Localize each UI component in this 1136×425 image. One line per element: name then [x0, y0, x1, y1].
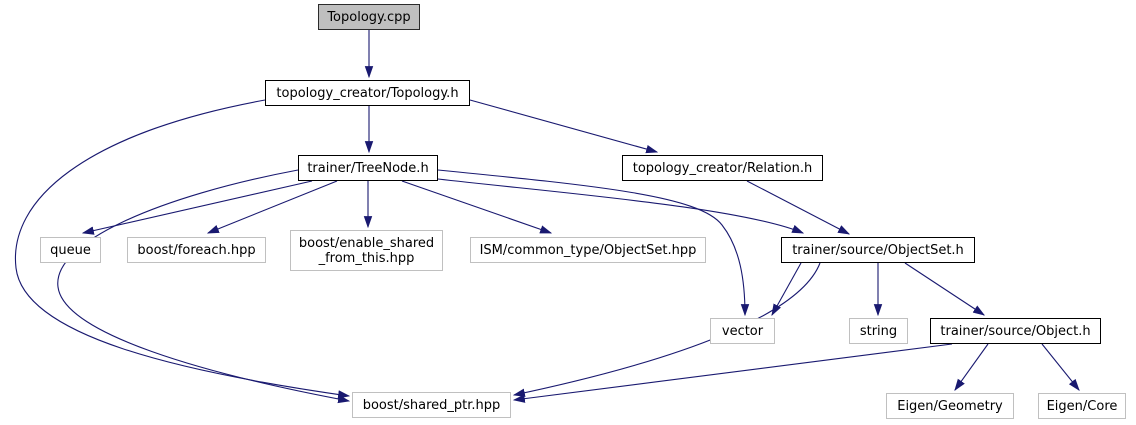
edge-topology_h-to-shared_ptr [14, 99, 351, 399]
node-string: string [849, 318, 908, 344]
node-treenode_h[interactable]: trainer/TreeNode.h [298, 155, 438, 181]
node-topology_h[interactable]: topology_creator/Topology.h [265, 80, 470, 106]
edge-treenode_h-to-queue [81, 180, 313, 235]
edge-treenode_h-to-shared_ptr [57, 169, 351, 404]
edge-treenode_h-to-objectset_h [437, 178, 805, 234]
node-relation_h[interactable]: topology_creator/Relation.h [622, 155, 823, 181]
node-eigen_core: Eigen/Core [1038, 393, 1126, 419]
node-ism_objectset: ISM/common_type/ObjectSet.hpp [470, 237, 706, 263]
node-vector: vector [710, 318, 775, 344]
edge-object_h-to-eigen_core [1041, 343, 1080, 391]
edge-treenode_h-to-ism_objectset [401, 180, 553, 234]
edge-objectset_h-to-object_h [904, 262, 986, 316]
edge-object_h-to-eigen_geometry [954, 343, 989, 391]
node-enable_shared: boost/enable_shared _from_this.hpp [290, 230, 443, 271]
edge-topology_h-to-relation_h [469, 99, 659, 154]
edge-treenode_h-to-foreach_hpp [206, 180, 338, 234]
node-foreach_hpp: boost/foreach.hpp [127, 237, 266, 263]
edge-relation_h-to-objectset_h [746, 180, 851, 235]
node-objectset_h[interactable]: trainer/source/ObjectSet.h [781, 237, 975, 263]
edge-objectset_h-to-vector [771, 262, 802, 317]
node-eigen_geometry: Eigen/Geometry [886, 393, 1014, 419]
node-topology_cpp: Topology.cpp [318, 4, 420, 30]
edge-object_h-to-shared_ptr [512, 343, 953, 403]
node-queue: queue [40, 237, 101, 263]
node-shared_ptr: boost/shared_ptr.hpp [352, 392, 511, 418]
node-object_h[interactable]: trainer/source/Object.h [930, 318, 1101, 344]
edge-treenode_h-to-vector [437, 169, 750, 317]
